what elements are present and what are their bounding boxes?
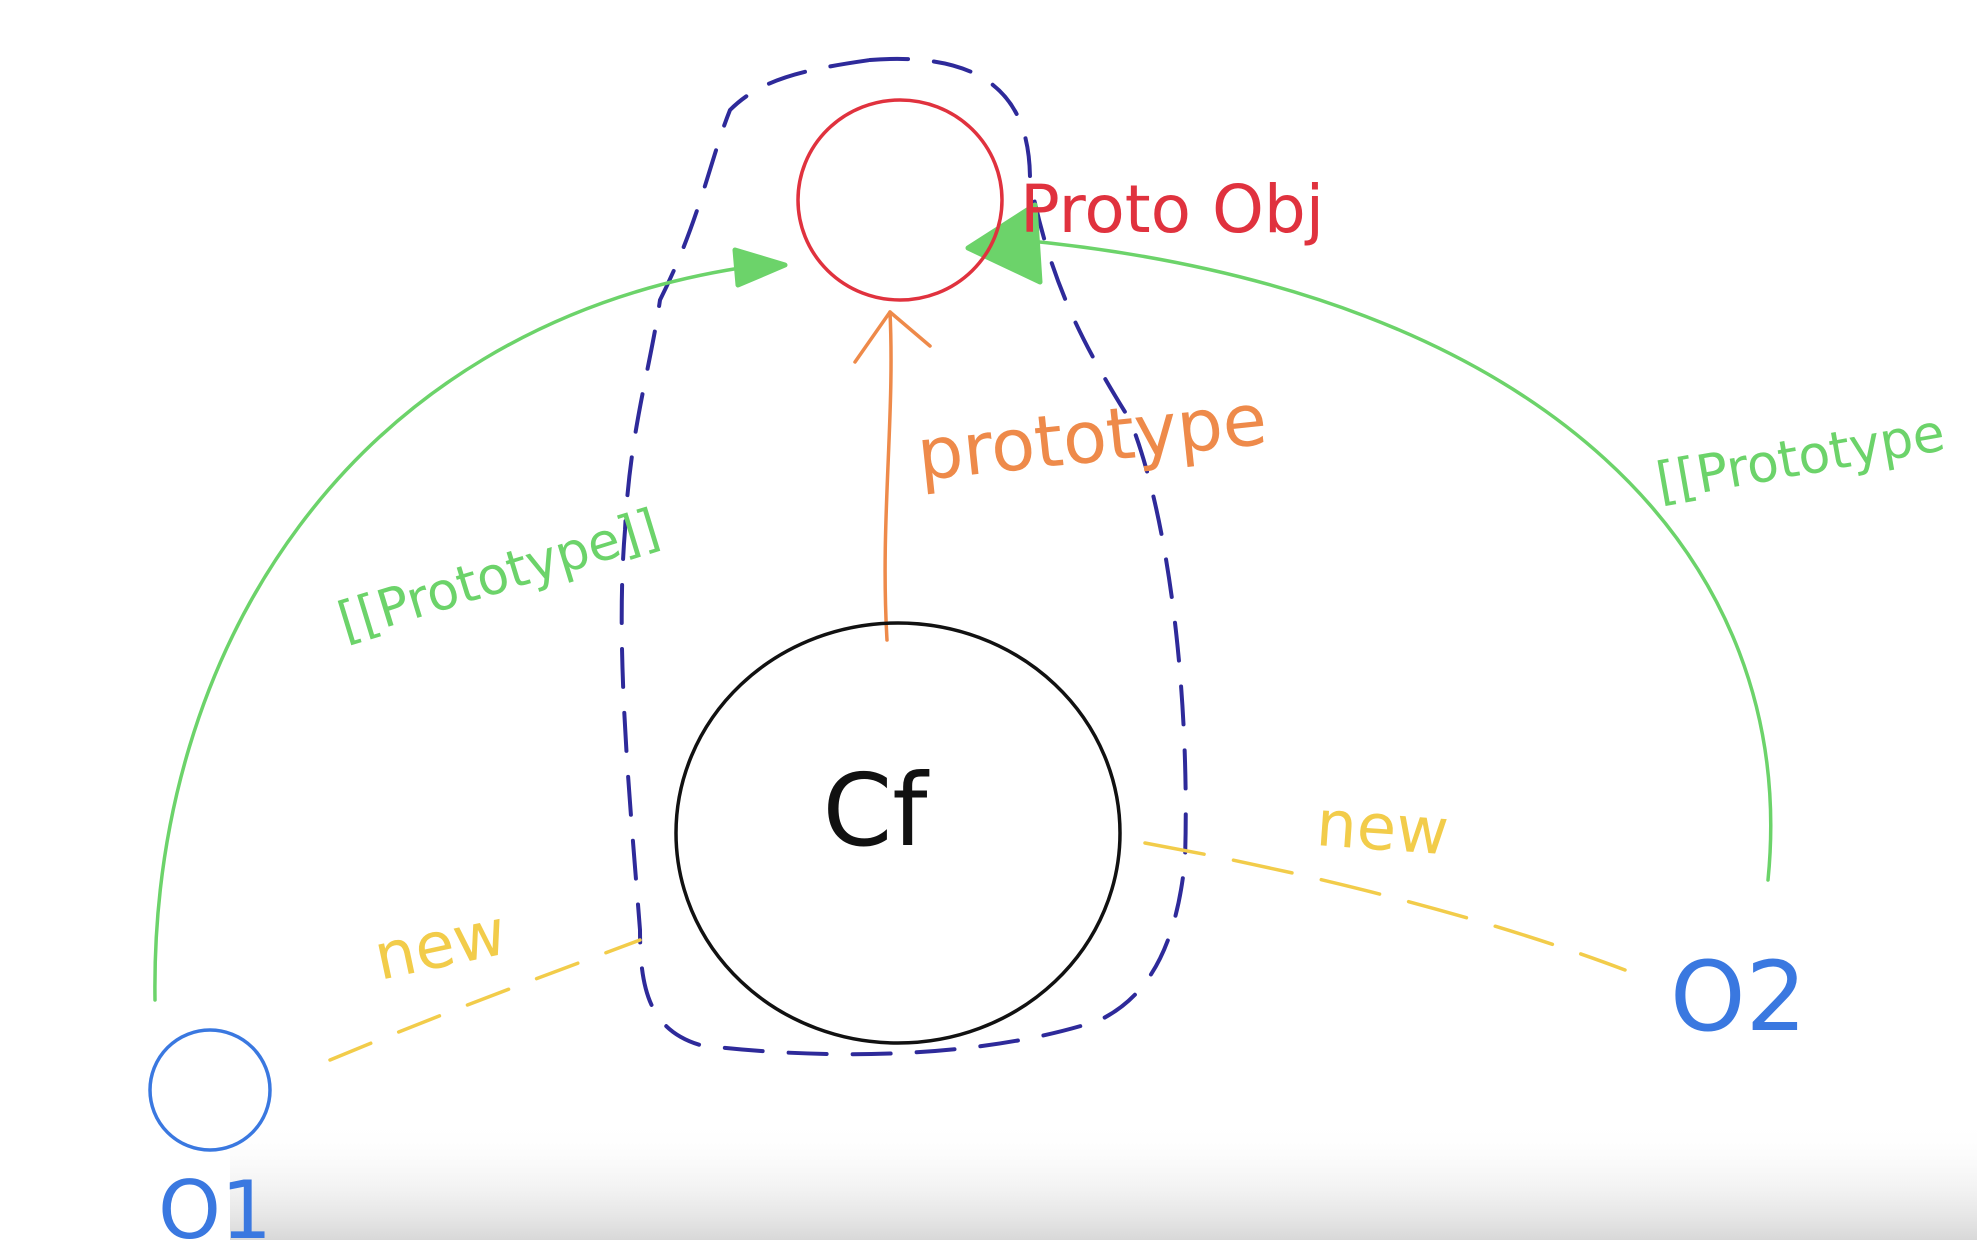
right-new-label: new	[1314, 787, 1451, 870]
left-prototype-arrowhead	[732, 247, 788, 288]
instance-one-circle	[148, 1028, 272, 1152]
prototype-property-arrow	[883, 310, 893, 642]
right-prototype-label: [[Prototype	[1652, 403, 1949, 513]
prototype-property-label: prototype	[913, 377, 1271, 497]
right-new-link	[1143, 841, 1627, 972]
right-prototype-arrowhead	[965, 202, 1043, 285]
left-new-label: new	[368, 896, 513, 996]
dashed-group-outline	[619, 56, 1188, 1057]
left-prototype-arc	[153, 266, 742, 1002]
proto-object-circle	[796, 98, 1004, 302]
left-new-link	[328, 938, 642, 1062]
instance-two-label: O2	[1670, 941, 1807, 1053]
constructor-circle	[674, 621, 1122, 1045]
right-prototype-arc	[1018, 238, 1773, 882]
proto-object-label: Proto Obj	[1020, 171, 1324, 248]
constructor-label: Cf	[822, 752, 930, 869]
instance-one-label: O1	[158, 1164, 272, 1240]
bottom-shadow	[230, 1120, 1977, 1240]
left-prototype-label: [[Prototype]]	[331, 498, 666, 652]
prototype-property-arrowhead	[853, 310, 932, 364]
